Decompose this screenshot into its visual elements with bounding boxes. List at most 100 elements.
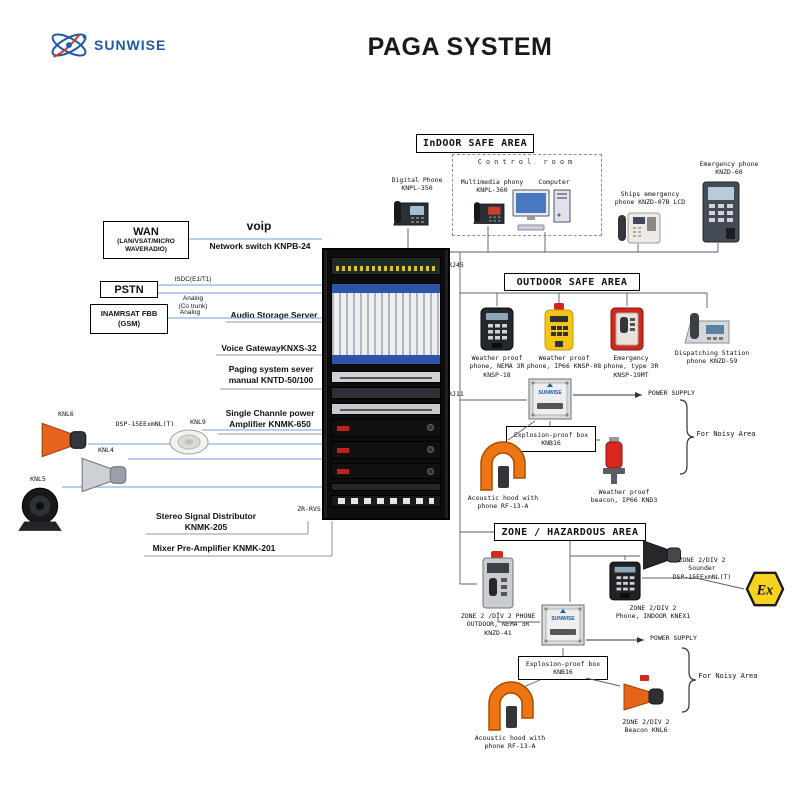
- zone2-phone-knex1-icon: [608, 560, 642, 602]
- zone2-sounder-icon: [640, 538, 684, 572]
- knsp08-label: Weather proof phone, IP66 KNSP-08: [526, 354, 602, 371]
- acoustic-hood-outdoor-label: Acoustic hood with phone RF-13-A: [467, 494, 539, 511]
- network-switch-label: Network switch KNPB-24: [209, 241, 311, 251]
- pstn-title: PSTN: [114, 283, 144, 296]
- chassis-top-bar: [332, 284, 440, 293]
- knl6-label: KNL6: [58, 410, 74, 418]
- junction-box-brand: SUNWISE: [551, 616, 575, 622]
- rack-amplifier-1: [331, 419, 441, 437]
- sunwise-atom-icon: [48, 24, 90, 66]
- zone2-beacon-knl6-icon: [620, 674, 668, 716]
- amp-logo: [337, 425, 349, 431]
- wan-box: WAN (LAN/VSAT/MICRO WAVERADIO): [103, 221, 189, 259]
- rack-blank-panel: [331, 483, 441, 491]
- unit-slit: [340, 376, 432, 379]
- rack-audio-server-unit: [331, 371, 441, 383]
- amp-logo: [337, 468, 349, 474]
- acoustic-hood-hazard-label: Acoustic hood with phone RF-13-A: [474, 734, 546, 751]
- wan-subtitle: (LAN/VSAT/MICRO WAVERADIO): [117, 238, 175, 253]
- weatherproof-beacon-label: Weather proof beacon, IP66 KND3: [590, 488, 658, 505]
- inmarsat-box: INAMRSAT FBB (GSM): [90, 304, 168, 334]
- chassis-bottom-bar: [332, 355, 440, 364]
- control-room-label: Control room: [477, 158, 577, 166]
- chassis-card-slots: [332, 293, 440, 355]
- rack-amplifier-2: [331, 441, 441, 459]
- acoustic-hood-hazard-icon: [484, 676, 538, 732]
- zr-rvs-cable-label: ZR-RVS: [297, 505, 321, 513]
- horn-sounder-knl6-icon: [38, 420, 90, 460]
- amp-knob: [427, 424, 434, 432]
- ex-symbol-text: Ex: [756, 583, 774, 599]
- junction-box-outdoor-icon: SUNWISE: [527, 377, 573, 421]
- power-supply-label-hazard: POWER SUPPLY: [650, 634, 697, 642]
- page-title: PAGA SYSTEM: [367, 33, 553, 61]
- knl4-label: KNL4: [98, 446, 114, 454]
- ships-emergency-phone-icon: [616, 211, 662, 245]
- computer-icon: [512, 189, 574, 233]
- emergency-phone-knzd60-label: Emergency phone KNZD-60: [699, 160, 759, 177]
- multimedia-phone-icon: [470, 197, 508, 227]
- rack-power-strip: [331, 495, 441, 507]
- noisy-area-label-hazard: For Noisy Area: [698, 672, 758, 680]
- knsp18-label: Weather proof phone, NEMA 3R KNSP-18: [469, 354, 525, 379]
- emergency-phone-knzd60-icon: [700, 180, 742, 244]
- isdc-trunk-label: ISDC(E1/T1): [174, 276, 212, 283]
- digital-phone-label: Digital Phone KNPL-350: [391, 176, 443, 193]
- equipment-rack-cabinet: [322, 248, 450, 520]
- ex-hazard-symbol-icon: Ex: [744, 570, 786, 608]
- dispatch-station-knzd59-icon: [682, 307, 732, 347]
- knl5-label: KNL5: [30, 475, 46, 483]
- amp-knob: [427, 467, 434, 475]
- switch-ports: [336, 266, 436, 271]
- rj45-label: RJ45: [448, 261, 464, 269]
- unit-slit: [340, 408, 432, 411]
- junction-box-brand: SUNWISE: [538, 390, 562, 396]
- audio-storage-server-label: Audio Storage Server: [230, 310, 318, 320]
- knsp19-label: Emergency phone, type 3R KNSP-19MT: [603, 354, 659, 379]
- knl9-label: KNL9: [190, 418, 206, 426]
- indoor-safe-area-label: InDOOR SAFE AREA: [416, 134, 534, 153]
- explosion-proof-box-label-hazard: Explosion-proof box KNB16: [518, 656, 608, 680]
- weatherproof-phone-knsp18-icon: [479, 306, 515, 352]
- pstn-box: PSTN: [100, 281, 158, 298]
- knzd41-label: ZONE 2 /DIV 2 PHONE OUTDOOR, NEMA 3R KNZ…: [460, 612, 536, 637]
- knex1-label: ZONE 2/DIV 2 Phone, INDOOR KNEX1: [615, 604, 691, 621]
- junction-box-hazard-icon: SUNWISE: [540, 602, 586, 648]
- multimedia-phone-label: Multimedia phony KNPL-360: [460, 178, 524, 195]
- siren-knl5-icon: [14, 484, 66, 534]
- rack-gateway-unit: [331, 387, 441, 399]
- paging-server-label: Paging system sever manual KNTD-50/100: [228, 364, 314, 386]
- zone2-phone-knzd41-icon: [477, 550, 519, 610]
- hazardous-area-label: ZONE / HAZARDOUS AREA: [494, 523, 646, 541]
- rack-paging-unit: [331, 403, 441, 415]
- amp-knob: [427, 446, 434, 454]
- analog-trunk-label: Analog: [179, 309, 201, 316]
- voice-gateway-label: Voice GatewayKNXS-32: [221, 343, 317, 353]
- brand-name: SUNWISE: [94, 37, 167, 53]
- rack-network-switch-unit: [331, 257, 441, 275]
- weatherproof-phone-knsp08-icon: [542, 302, 576, 352]
- computer-label: Computer: [538, 178, 570, 186]
- acoustic-hood-outdoor-icon: [476, 436, 530, 492]
- ceiling-speaker-knl9-icon: [168, 428, 210, 456]
- sunwise-logo: SUNWISE: [48, 24, 166, 66]
- amp-logo: [337, 447, 349, 453]
- ships-emergency-phone-label: Ships emergency phone KNZD-07B LCD: [614, 190, 686, 207]
- dsp-speaker-label: DSP-15EExmNL(T): [115, 420, 175, 428]
- voip-label: voip: [246, 219, 272, 233]
- rack-server-chassis: [331, 283, 441, 365]
- mixer-preamp-label: Mixer Pre-Amplifier KNMK-201: [152, 543, 276, 553]
- noisy-area-label-outdoor: For Noisy Area: [696, 430, 756, 438]
- rj11-label: RJ11: [448, 390, 464, 398]
- control-room-box: Control room: [452, 154, 602, 236]
- power-amplifier-label: Single Channle power Amplifier KNMK-650: [225, 408, 315, 430]
- stereo-distributor-label: Stereo Signal Distributor KNMK-205: [155, 511, 257, 533]
- wan-title: WAN: [133, 226, 159, 239]
- digital-phone-icon: [390, 195, 432, 229]
- emergency-phone-knsp19-icon: [609, 306, 645, 352]
- weatherproof-beacon-icon: [600, 436, 628, 486]
- inmarsat-title: INAMRSAT FBB (GSM): [100, 309, 158, 328]
- knzd59-label: Dispatching Station phone KNZD-59: [674, 349, 750, 366]
